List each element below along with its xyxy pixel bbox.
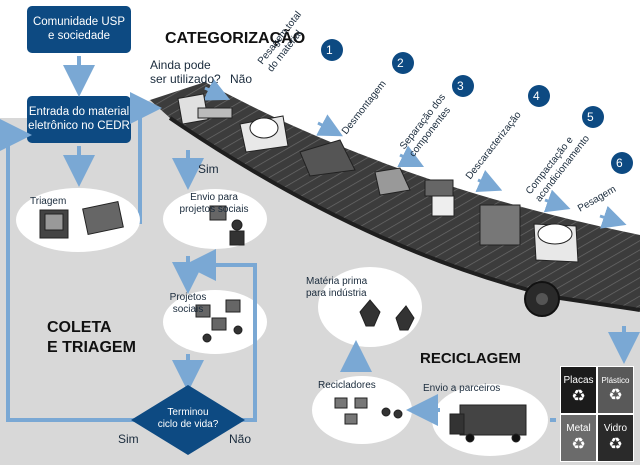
recicladores-oval [312, 376, 412, 444]
entry-line2: eletrônico no CEDR [28, 120, 130, 132]
answer-no-top: Não [230, 72, 253, 86]
entry-box [27, 96, 131, 143]
recicladores-label: Recicladores [318, 380, 376, 391]
projetos-line2: sociais [172, 304, 204, 315]
step-1-number: 1 [326, 43, 333, 57]
community-box-label: Comunidade USP e sociedade [27, 15, 131, 43]
recycle-icon: ♻ [571, 435, 586, 453]
community-box [27, 6, 131, 53]
step-4-number: 4 [533, 89, 540, 103]
decision-diamond [131, 385, 245, 455]
materia-prima-label: Matéria prima para indústria [306, 276, 367, 300]
conveyor-edge [168, 116, 640, 312]
recycling-bins-grid: Placas ♻ Plástico ♻ Metal ♻ Vidro ♻ [560, 366, 634, 462]
bin-placas-label: Placas [563, 374, 594, 386]
bin-metal-label: Metal [566, 422, 591, 434]
bin-vidro: Vidro ♻ [597, 414, 634, 462]
recycle-icon: ♻ [571, 387, 586, 405]
coleta-line1: COLETA [47, 319, 112, 336]
step-5-number: 5 [587, 110, 594, 124]
entry-box-label: Entrada do material eletrônico no CEDR [27, 105, 131, 133]
decision-label: Terminou ciclo de vida? [142, 407, 234, 431]
decision-line2: ciclo de vida? [157, 419, 219, 430]
gray-background [0, 100, 640, 465]
coleta-line2: E TRIAGEM [47, 339, 136, 356]
bin-placas: Placas ♻ [560, 366, 597, 414]
question-reuse: Ainda pode ser utilizado? [150, 58, 221, 86]
answer-yes-bottom: Sim [118, 432, 139, 446]
bin-plastico: Plástico ♻ [597, 366, 634, 414]
reciclagem-title: RECICLAGEM [420, 350, 521, 367]
step-circles [321, 39, 633, 174]
materia-line2: para indústria [306, 288, 367, 299]
recycle-icon: ♻ [608, 386, 623, 404]
question-line2: ser utilizado? [150, 72, 221, 86]
entry-line1: Entrada do material [28, 106, 130, 118]
triagem-label: Triagem [30, 196, 67, 207]
bin-metal: Metal ♻ [560, 414, 597, 462]
projetos-line1: Projetos [169, 292, 207, 303]
community-line2: e sociedade [47, 30, 111, 42]
answer-yes-middle: Sim [198, 162, 219, 176]
decision-line1: Terminou [167, 407, 209, 418]
step-2-number: 2 [397, 56, 404, 70]
answer-no-bottom: Não [229, 432, 252, 446]
community-line1: Comunidade USP [32, 16, 126, 28]
envio-line1: Envio para [190, 192, 238, 203]
envio-projetos-label: Envio para projetos sociais [172, 192, 256, 216]
oval-icons [39, 200, 527, 443]
title-categorizacao: CATEGORIZAÇÃO [165, 30, 306, 47]
recycle-icon: ♻ [608, 435, 623, 453]
question-line1: Ainda pode [150, 58, 211, 72]
materia-line1: Matéria prima [306, 276, 368, 287]
bin-vidro-label: Vidro [603, 422, 628, 434]
bin-plastico-label: Plástico [601, 375, 630, 385]
step-3-number: 3 [457, 79, 464, 93]
envio-parceiros-label: Envio a parceiros [423, 383, 501, 394]
coleta-triagem-title: COLETA E TRIAGEM [47, 318, 136, 358]
envio-line2: projetos sociais [179, 204, 249, 215]
step-6-number: 6 [616, 156, 623, 170]
belt-objects [177, 93, 579, 263]
projetos-sociais-label: Projetos sociais [163, 292, 213, 316]
